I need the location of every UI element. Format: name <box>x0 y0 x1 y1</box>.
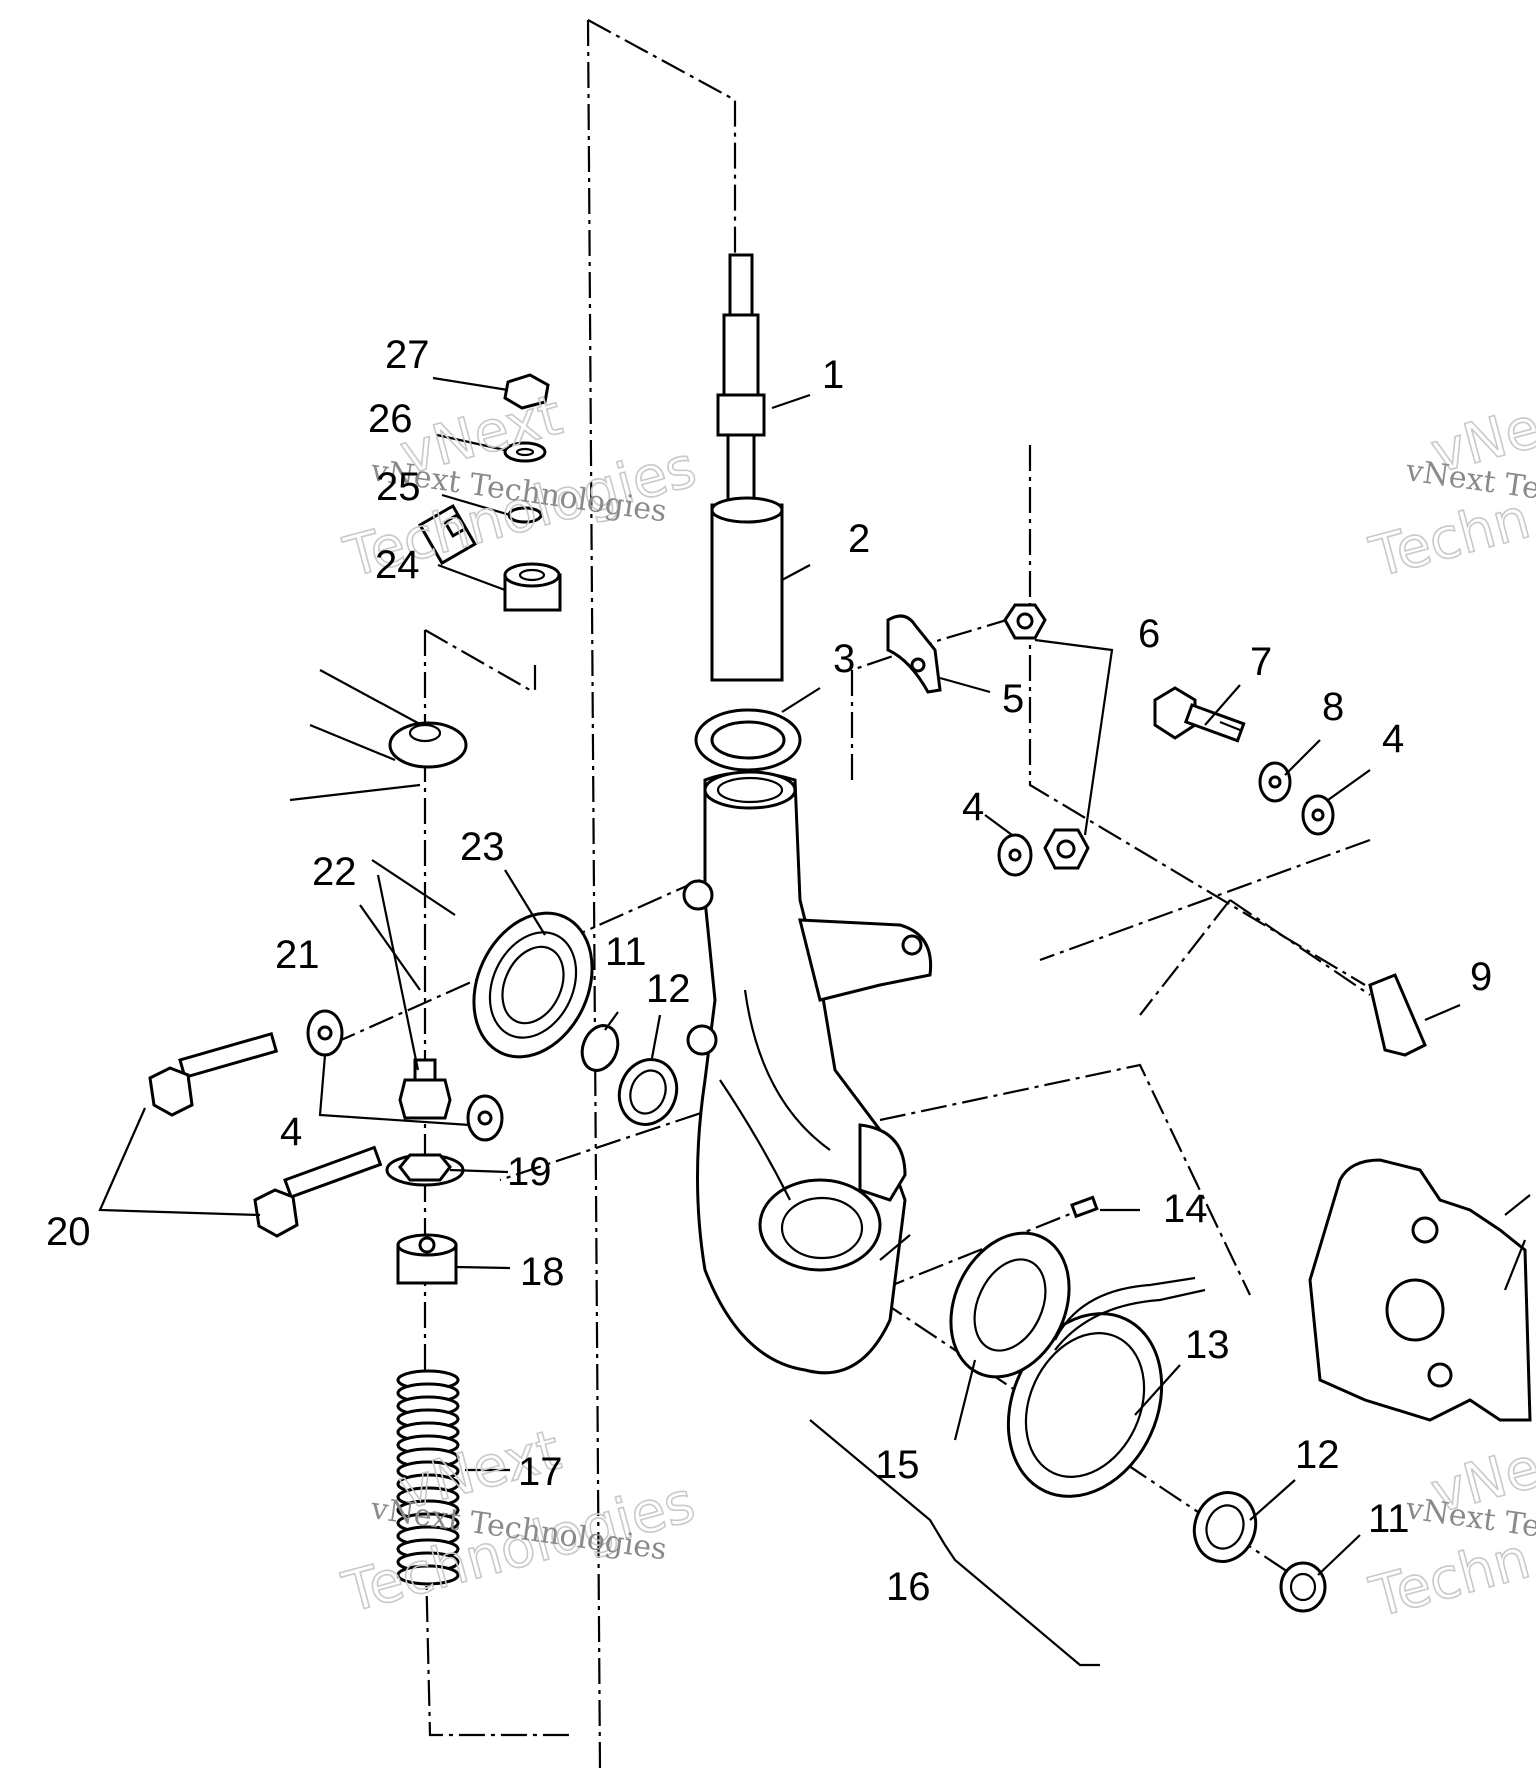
callout-8: 8 <box>1322 685 1344 729</box>
callout-17: 17 <box>518 1450 563 1494</box>
callout-18: 18 <box>520 1250 565 1294</box>
part-26-washer <box>503 441 547 463</box>
part-13-large-ring <box>1006 1312 1164 1498</box>
callout-4-right: 4 <box>1382 717 1404 761</box>
callout-5: 5 <box>1002 677 1024 721</box>
part-4-washer-left-upper <box>306 1009 344 1057</box>
part-17-spring <box>396 1369 460 1586</box>
part-20-bolt-lower <box>253 1145 383 1238</box>
callout-11-lower: 11 <box>1368 1497 1410 1541</box>
callout-26: 26 <box>368 397 413 441</box>
sensor-wire <box>1054 1276 1206 1351</box>
callout-25: 25 <box>376 465 421 509</box>
part-22-fitting <box>417 503 477 566</box>
part-4-washer-left-lower <box>466 1094 504 1142</box>
part-1-spindle-shaft <box>716 253 766 517</box>
callout-23: 23 <box>460 825 505 869</box>
spindle-housing <box>682 770 933 1375</box>
callout-13: 13 <box>1185 1323 1230 1367</box>
part-6-nut-upper <box>1003 603 1047 640</box>
callout-19: 19 <box>507 1150 552 1194</box>
part-4-washer-right <box>1301 794 1335 836</box>
part-2-sleeve <box>710 496 784 682</box>
part-9-pad <box>1368 973 1427 1057</box>
part-12-ring-lower <box>1192 1491 1258 1563</box>
part-21-hex-adapter <box>398 1058 452 1120</box>
brake-caliper <box>1308 1158 1532 1422</box>
part-23-bearing-seal <box>472 911 594 1059</box>
callout-2: 2 <box>848 517 870 561</box>
part-11-bearing-upper <box>580 1024 620 1072</box>
svg-text:Techn: Techn <box>1363 1526 1536 1631</box>
part-24-bushing <box>503 562 562 612</box>
part-7-bolt <box>1153 686 1246 743</box>
callout-12-lower: 12 <box>1295 1433 1340 1477</box>
upper-mount <box>289 669 468 802</box>
callout-22: 22 <box>312 850 357 894</box>
callout-3: 3 <box>833 637 855 681</box>
part-18-bushing <box>396 1233 458 1285</box>
callout-labels: 1 2 3 4 4 4 5 6 7 8 9 11 11 12 12 13 14 … <box>46 333 1492 1609</box>
callout-1: 1 <box>822 353 844 397</box>
part-15-seal <box>949 1231 1071 1379</box>
callout-4-middle: 4 <box>962 785 984 829</box>
callout-15: 15 <box>875 1443 920 1487</box>
part-20-bolt-upper <box>148 1031 279 1117</box>
part-8-lock-washer <box>1258 761 1292 803</box>
callout-20: 20 <box>46 1210 91 1254</box>
callout-27: 27 <box>385 333 430 377</box>
part-14-sensor-pin <box>1070 1195 1099 1219</box>
part-27-nut <box>503 373 550 410</box>
callout-16: 16 <box>886 1565 931 1609</box>
callout-24: 24 <box>375 543 420 587</box>
part-12-ring-upper <box>617 1058 679 1126</box>
callout-11-upper: 11 <box>605 930 647 974</box>
spring-coil <box>396 1564 460 1586</box>
part-19-flange-nut <box>385 1153 465 1187</box>
part-11-bearing-lower <box>1279 1561 1327 1613</box>
callout-12-upper: 12 <box>646 967 691 1011</box>
part-3-ring <box>694 708 802 772</box>
callout-9: 9 <box>1470 955 1492 999</box>
callout-14: 14 <box>1163 1187 1208 1231</box>
callout-21: 21 <box>275 933 320 977</box>
part-5-bracket <box>886 614 942 694</box>
callout-7: 7 <box>1250 640 1272 684</box>
part-6-nut-lower <box>1043 828 1090 870</box>
leader-lines <box>98 376 1461 1576</box>
part-16-group-bracket <box>809 1419 1100 1667</box>
callout-6: 6 <box>1138 612 1160 656</box>
part-4-washer-middle <box>997 833 1033 877</box>
callout-4-left: 4 <box>280 1110 302 1154</box>
